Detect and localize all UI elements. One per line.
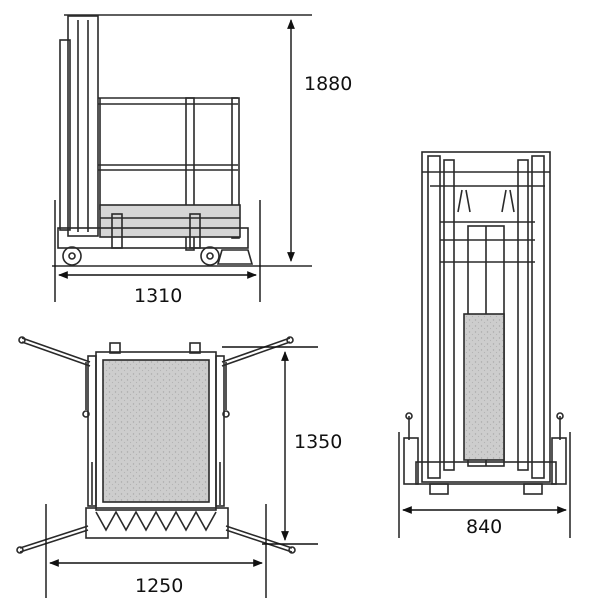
depth-label: 1350 [294, 431, 342, 453]
front-view-dimensions [398, 432, 571, 538]
front-view [403, 151, 567, 495]
width-label: 1250 [135, 575, 183, 597]
side-view-rear-wheel [62, 246, 82, 266]
top-view-base [85, 507, 229, 539]
top-view [16, 336, 296, 554]
top-view-dimensions [45, 346, 318, 598]
height-label: 1880 [304, 73, 352, 95]
side-view-dimensions [54, 19, 295, 302]
front-view-panel [463, 313, 505, 461]
front-view-mast [421, 151, 551, 483]
length-label: 1310 [134, 285, 182, 307]
front-view-base [415, 461, 557, 485]
front-width-label: 840 [466, 516, 502, 538]
side-view [52, 14, 312, 267]
side-view-deck [99, 204, 241, 238]
side-view-front-wheel [200, 246, 220, 266]
side-view-mast [67, 15, 99, 237]
top-view-outriggers [16, 336, 296, 554]
side-view-base [57, 227, 249, 249]
top-view-platform-panel [102, 359, 210, 503]
side-view-platform-railing [98, 97, 240, 251]
